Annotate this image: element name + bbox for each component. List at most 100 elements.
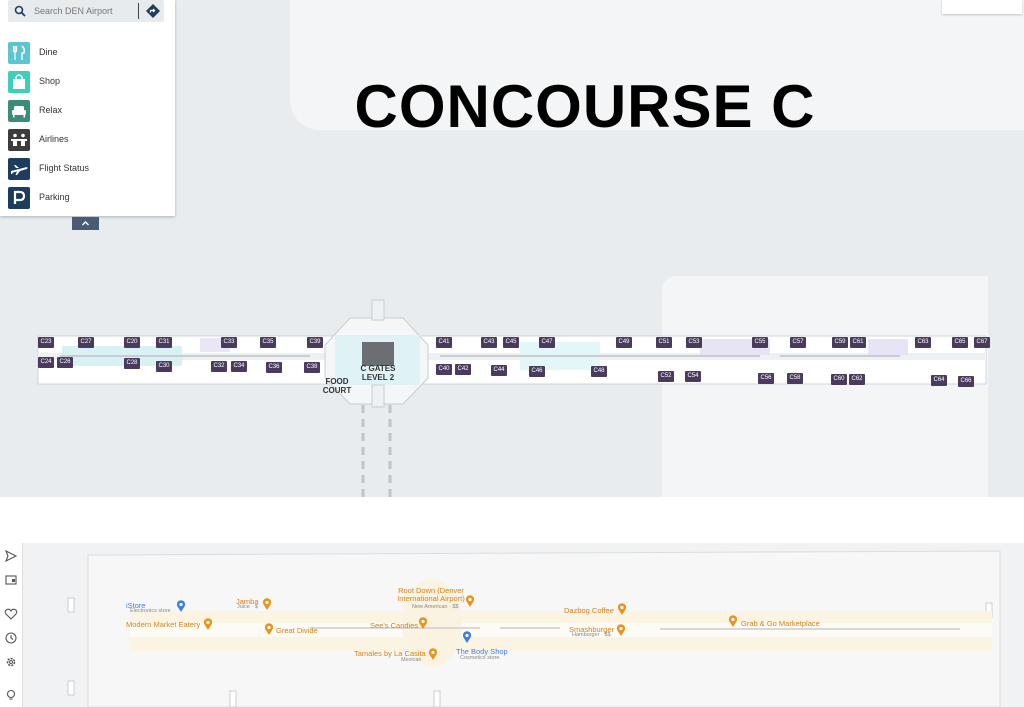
restaurant-pin-icon[interactable] [428, 648, 438, 660]
shop-pin-icon[interactable] [176, 600, 186, 612]
saved-icon[interactable] [4, 573, 18, 587]
menu-label: Airlines [39, 134, 69, 144]
gate-marker[interactable]: C44 [491, 365, 507, 376]
gate-marker[interactable]: C35 [260, 337, 276, 348]
gate-marker[interactable]: C33 [221, 337, 237, 348]
airline-counter-icon [8, 129, 30, 151]
gate-marker[interactable]: C45 [503, 337, 519, 348]
menu-item-relax[interactable]: Relax [8, 100, 168, 122]
menu-item-flight-status[interactable]: Flight Status [8, 158, 168, 180]
gate-marker[interactable]: C64 [931, 375, 947, 386]
nav-panel: Dine Shop Relax Airlines Flig [0, 0, 175, 216]
menu-item-dine[interactable]: Dine [8, 42, 168, 64]
map-control[interactable] [942, 0, 1022, 14]
history-icon[interactable] [4, 631, 18, 645]
gate-marker[interactable]: C27 [78, 337, 94, 348]
gate-marker[interactable]: C49 [616, 337, 632, 348]
restaurant-pin-icon[interactable] [465, 595, 475, 607]
menu-item-parking[interactable]: Parking [8, 187, 168, 209]
restaurant-pin-icon[interactable] [728, 615, 738, 627]
gate-marker[interactable]: C59 [832, 337, 848, 348]
gate-marker[interactable]: C65 [952, 337, 968, 348]
gate-marker[interactable]: C34 [231, 361, 247, 372]
gate-marker[interactable]: C31 [156, 337, 172, 348]
gate-marker[interactable]: C47 [539, 337, 555, 348]
place-name[interactable]: iStore [126, 601, 146, 610]
gate-marker[interactable]: C36 [266, 362, 282, 373]
place-name[interactable]: Great Divide [276, 626, 318, 635]
shop-pin-icon[interactable] [462, 631, 472, 643]
gate-marker[interactable]: C61 [850, 337, 866, 348]
gate-marker[interactable]: C62 [849, 374, 865, 385]
gate-marker[interactable]: C51 [656, 337, 672, 348]
shopping-bag-icon [8, 71, 30, 93]
food-court-label: FOOD COURT [322, 377, 352, 395]
navigate-icon[interactable] [4, 549, 18, 563]
restaurant-pin-icon[interactable] [262, 598, 272, 610]
gate-marker[interactable]: C52 [658, 371, 674, 382]
place-name[interactable]: Smashburger [569, 625, 615, 634]
search-icon[interactable] [14, 5, 26, 17]
restaurant-pin-icon[interactable] [616, 624, 626, 636]
terminal-footprint [67, 550, 1001, 707]
gate-marker[interactable]: C32 [211, 361, 227, 372]
place-name[interactable]: Grab & Go Marketplace [741, 619, 820, 628]
restaurant-pin-icon[interactable] [203, 618, 213, 630]
gate-marker[interactable]: C54 [685, 371, 701, 382]
gate-marker[interactable]: C58 [787, 373, 803, 384]
place-name[interactable]: Tamales by La Casita [354, 649, 426, 658]
gate-marker[interactable]: C40 [436, 364, 452, 375]
gate-marker[interactable]: C53 [686, 337, 702, 348]
place-name[interactable]: Jamba [236, 597, 259, 606]
place-name[interactable]: The Body Shop [456, 647, 508, 656]
chevron-up-icon [82, 221, 89, 226]
gate-marker[interactable]: C30 [156, 361, 172, 372]
gate-marker[interactable]: C26 [57, 357, 73, 368]
gate-marker[interactable]: C41 [436, 337, 452, 348]
gate-marker[interactable]: C38 [304, 362, 320, 373]
place-name[interactable]: Root Down (Denver International Airport) [397, 586, 465, 603]
place-name[interactable]: See's Candies [370, 621, 419, 630]
settings-icon[interactable] [4, 655, 18, 669]
restaurant-pin-icon[interactable] [264, 623, 274, 635]
place-category: New American · $$ [412, 604, 459, 610]
parking-icon [8, 187, 30, 209]
menu-label: Shop [39, 76, 61, 86]
lightbulb-icon[interactable] [4, 688, 18, 702]
place-name[interactable]: Modern Market Eatery [126, 620, 201, 629]
gate-marker[interactable]: C63 [915, 337, 931, 348]
gate-marker[interactable]: C66 [958, 376, 974, 387]
collapse-panel-button[interactable] [72, 217, 99, 230]
menu-label: Dine [39, 47, 58, 57]
gate-marker[interactable]: C55 [752, 337, 768, 348]
gate-marker[interactable]: C24 [38, 357, 54, 368]
place-category: Cosmetics store [460, 655, 500, 661]
airplane-icon [8, 158, 30, 180]
gate-marker[interactable]: C42 [455, 364, 471, 375]
restaurant-pin-icon[interactable] [617, 603, 627, 615]
gate-marker[interactable]: C67 [974, 337, 990, 348]
map-tool-strip [0, 543, 23, 707]
gate-marker[interactable]: C20 [124, 337, 140, 348]
search-bar[interactable] [8, 0, 164, 22]
gate-marker[interactable]: C39 [307, 337, 323, 348]
directions-icon[interactable] [145, 3, 161, 19]
gate-marker[interactable]: C46 [529, 366, 545, 377]
gate-marker[interactable]: C43 [481, 337, 497, 348]
search-input[interactable] [34, 4, 134, 18]
place-name[interactable]: Dazbog Coffee [564, 606, 614, 615]
gate-marker[interactable]: C48 [591, 366, 607, 377]
menu-item-shop[interactable]: Shop [8, 71, 168, 93]
armchair-icon [8, 100, 30, 122]
gate-marker[interactable]: C57 [790, 337, 806, 348]
gate-marker[interactable]: C23 [38, 337, 54, 348]
gate-marker[interactable]: C60 [831, 374, 847, 385]
menu-item-airlines[interactable]: Airlines [8, 129, 168, 151]
gate-marker[interactable]: C28 [124, 358, 140, 369]
gate-marker[interactable]: C56 [758, 373, 774, 384]
heart-icon[interactable] [4, 607, 18, 621]
menu-label: Parking [39, 192, 70, 202]
restaurant-pin-icon[interactable] [418, 617, 428, 629]
